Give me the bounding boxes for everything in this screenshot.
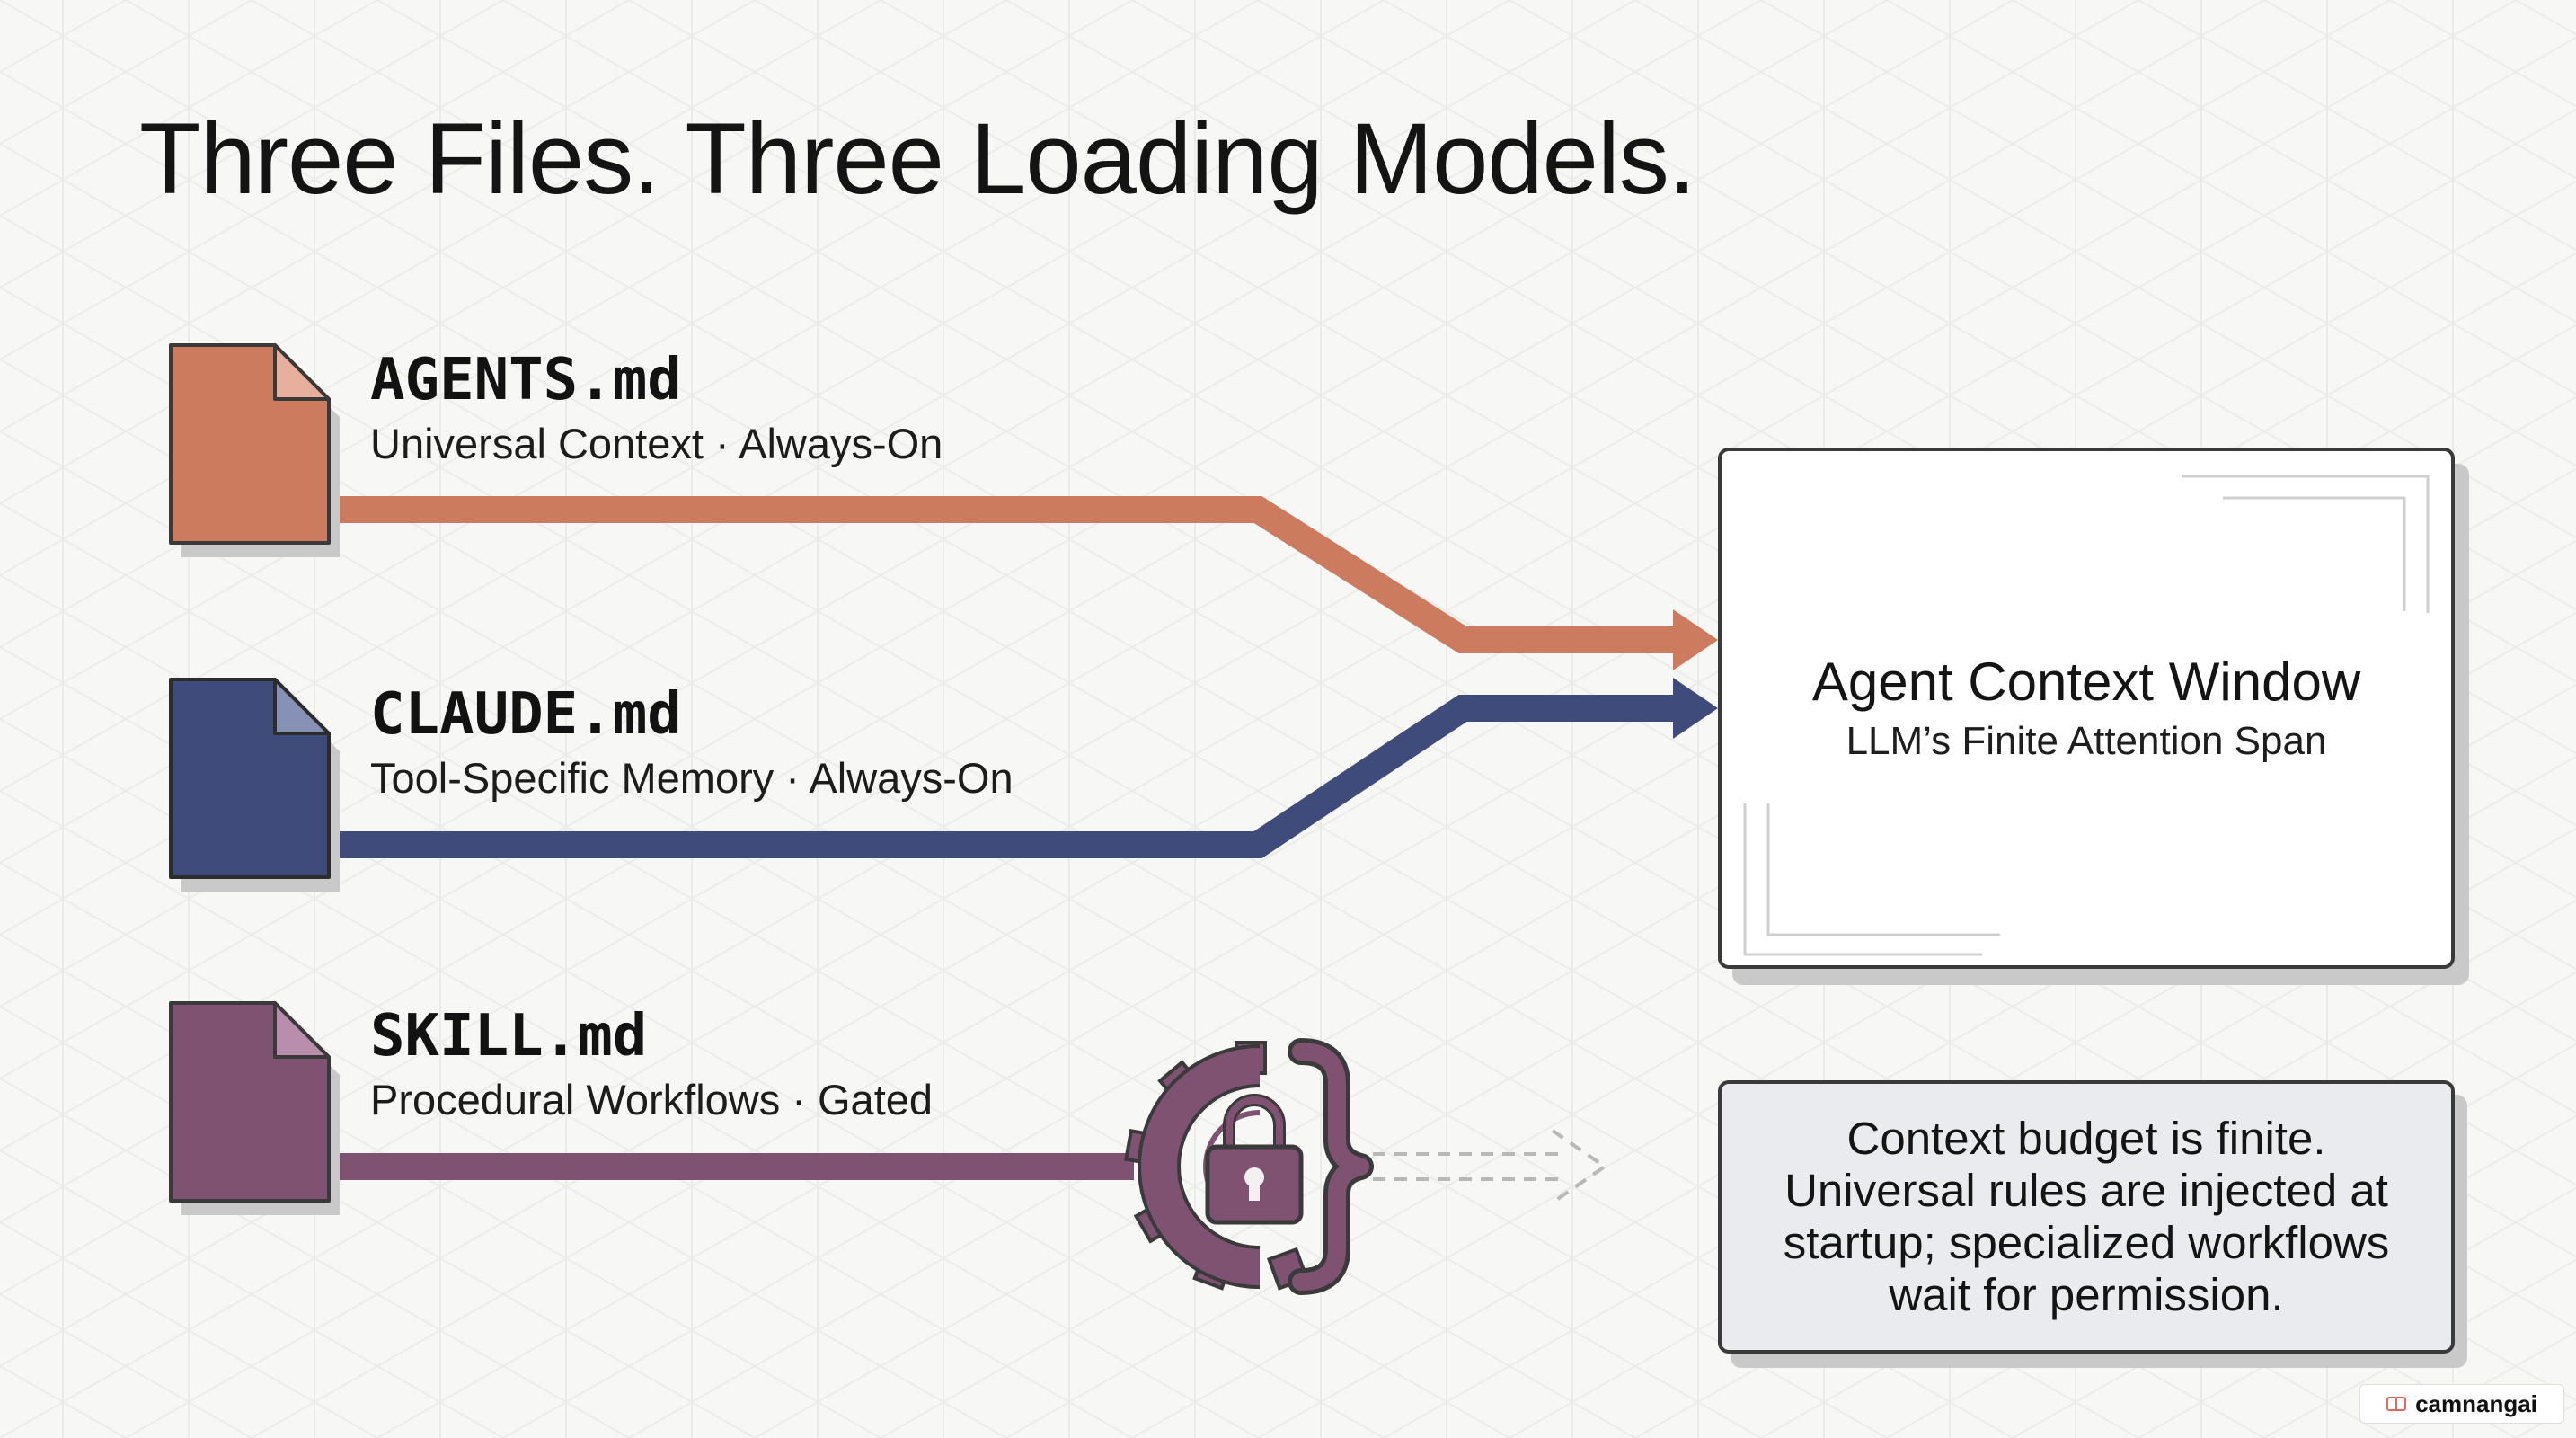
claude-file-subtitle: Tool-Specific Memory · Always-On <box>370 754 1014 802</box>
claude-file-name: CLAUDE.md <box>370 681 682 748</box>
agent-context-window: Agent Context Window LLM’s Finite Attent… <box>1718 448 2455 969</box>
agents-file-name: AGENTS.md <box>370 347 682 413</box>
agents-connector <box>323 496 1718 670</box>
context-window-title: Agent Context Window <box>1811 652 2361 712</box>
claude-connector <box>323 678 1718 858</box>
skill-file-icon <box>169 1001 340 1215</box>
watermark-text: camnangai <box>2415 1389 2537 1417</box>
skill-file-name: SKILL.md <box>370 1003 648 1070</box>
watermark: camnangai <box>2359 1384 2564 1424</box>
context-window-subtitle: LLM’s Finite Attention Span <box>1846 719 2327 763</box>
skill-file-subtitle: Procedural Workflows · Gated <box>370 1076 934 1123</box>
window-corner-brackets <box>1743 475 2430 956</box>
agents-file-icon <box>169 343 340 557</box>
note-box: Context budget is finite. Universal rule… <box>1718 1080 2455 1354</box>
page-title: Three Files. Three Loading Models. <box>139 102 1696 215</box>
book-icon <box>2386 1397 2407 1411</box>
gated-dashed-arrow <box>1373 1129 1608 1204</box>
note-text: Context budget is finite. Universal rule… <box>1783 1113 2390 1320</box>
gear-lock-braces-icon <box>1124 1038 1374 1295</box>
agents-file-subtitle: Universal Context · Always-On <box>370 420 943 467</box>
claude-file-icon <box>169 678 340 892</box>
